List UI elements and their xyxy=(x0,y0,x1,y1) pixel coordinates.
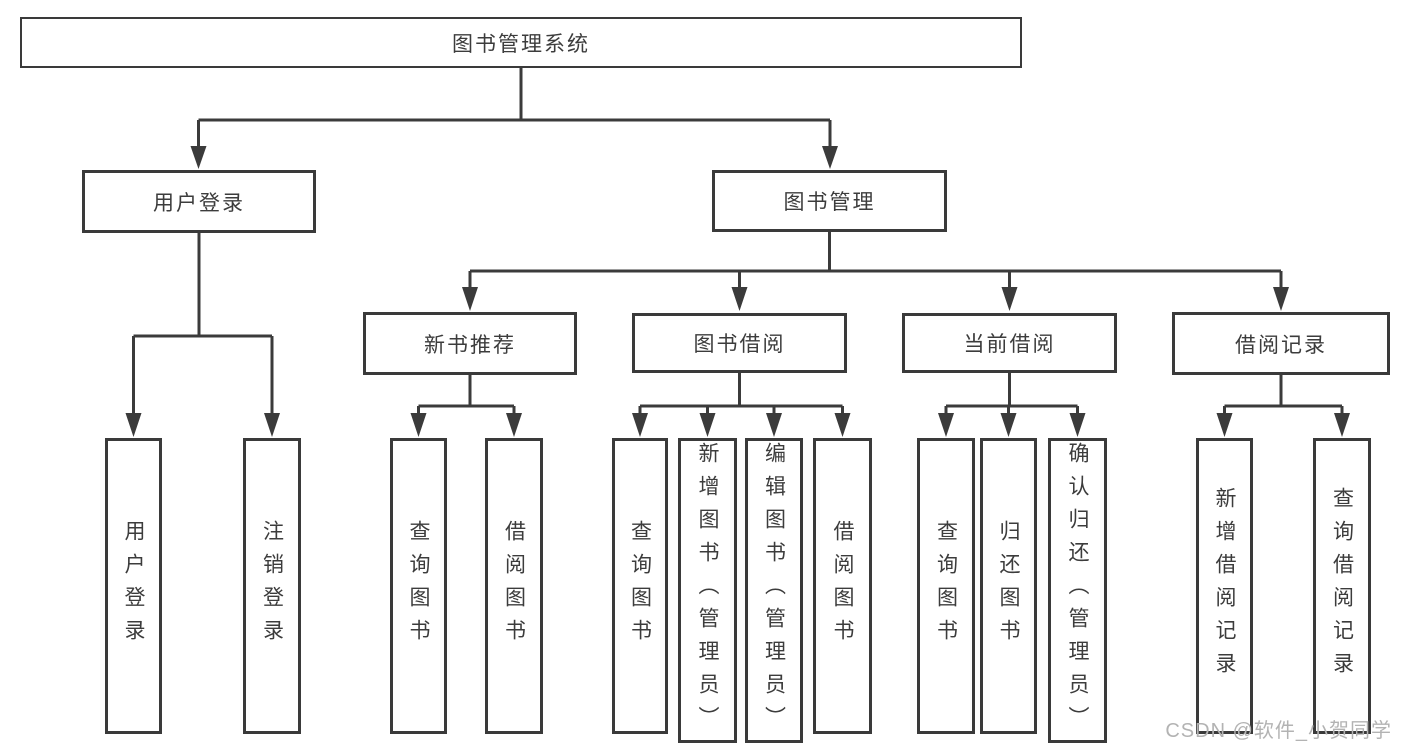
leaf-return-books: 归还图书 xyxy=(980,438,1037,734)
csdn-watermark: CSDN @软件_小贺同学 xyxy=(1165,720,1392,742)
node-label: 新增借阅记录 xyxy=(1213,487,1236,685)
arrowhead xyxy=(632,413,648,437)
leaf-edit-books-admin: 编辑图书（管理员） xyxy=(745,438,803,743)
arrowhead xyxy=(834,413,851,437)
leaf-add-borrow-record: 新增借阅记录 xyxy=(1196,438,1253,734)
node-label: 图书管理 xyxy=(783,191,876,214)
leaf-query-borrow-record: 查询借阅记录 xyxy=(1313,438,1371,734)
node-label: 用户登录 xyxy=(153,191,245,215)
leaf-query-books-recommend: 查询图书 xyxy=(390,438,447,734)
arrowhead xyxy=(1069,413,1086,437)
arrowhead xyxy=(410,413,427,437)
node-borrowing-records: 借阅记录 xyxy=(1172,312,1390,375)
arrowhead xyxy=(264,413,280,437)
leaf-query-books-current: 查询图书 xyxy=(917,438,975,734)
node-label: 新增图书（管理员） xyxy=(696,442,719,739)
node-label: 图书借阅 xyxy=(693,333,786,356)
arrowhead xyxy=(766,413,782,437)
arrowhead xyxy=(1000,413,1017,437)
node-label: 查询图书 xyxy=(934,520,958,652)
node-book-management: 图书管理 xyxy=(712,170,947,232)
arrowhead xyxy=(1001,287,1018,311)
node-label: 用户登录 xyxy=(122,520,145,652)
node-label: 借阅图书 xyxy=(831,520,854,652)
arrowhead xyxy=(1334,413,1350,437)
node-label: 查询图书 xyxy=(628,520,652,652)
leaf-add-books-admin: 新增图书（管理员） xyxy=(678,438,737,743)
node-label: 查询借阅记录 xyxy=(1330,487,1354,685)
node-label: 注销登录 xyxy=(260,520,284,652)
arrowhead xyxy=(125,413,142,437)
node-user-login-group: 用户登录 xyxy=(82,170,316,233)
node-label: 新书推荐 xyxy=(424,333,516,357)
leaf-borrow-books-recommend: 借阅图书 xyxy=(485,438,543,734)
node-current-borrowing: 当前借阅 xyxy=(902,313,1117,373)
leaf-logout: 注销登录 xyxy=(243,438,301,734)
node-label: 当前借阅 xyxy=(963,333,1056,356)
node-label: 编辑图书（管理员） xyxy=(762,442,786,739)
arrowhead xyxy=(1216,413,1233,437)
arrowhead xyxy=(462,287,478,311)
arrowhead xyxy=(1273,287,1289,311)
leaf-query-books-borrow: 查询图书 xyxy=(612,438,668,734)
node-new-book-recommendation: 新书推荐 xyxy=(363,312,577,375)
arrowhead xyxy=(699,413,716,437)
arrowhead xyxy=(190,146,207,169)
node-label: 查询图书 xyxy=(407,520,430,652)
arrowhead xyxy=(938,413,954,437)
node-label: 借阅图书 xyxy=(502,520,526,652)
node-label: 确认归还（管理员） xyxy=(1066,442,1089,739)
node-label: 图书管理系统 xyxy=(452,32,590,56)
leaf-borrow-books: 借阅图书 xyxy=(813,438,872,734)
node-label: 借阅记录 xyxy=(1235,333,1327,357)
leaf-user-login: 用户登录 xyxy=(105,438,162,734)
node-library-management-system: 图书管理系统 xyxy=(20,17,1022,68)
arrowhead xyxy=(506,413,522,437)
arrowhead xyxy=(822,146,838,169)
node-book-borrowing: 图书借阅 xyxy=(632,313,847,373)
node-label: 归还图书 xyxy=(997,520,1020,652)
arrowhead xyxy=(731,287,748,311)
leaf-confirm-return-admin: 确认归还（管理员） xyxy=(1048,438,1107,743)
